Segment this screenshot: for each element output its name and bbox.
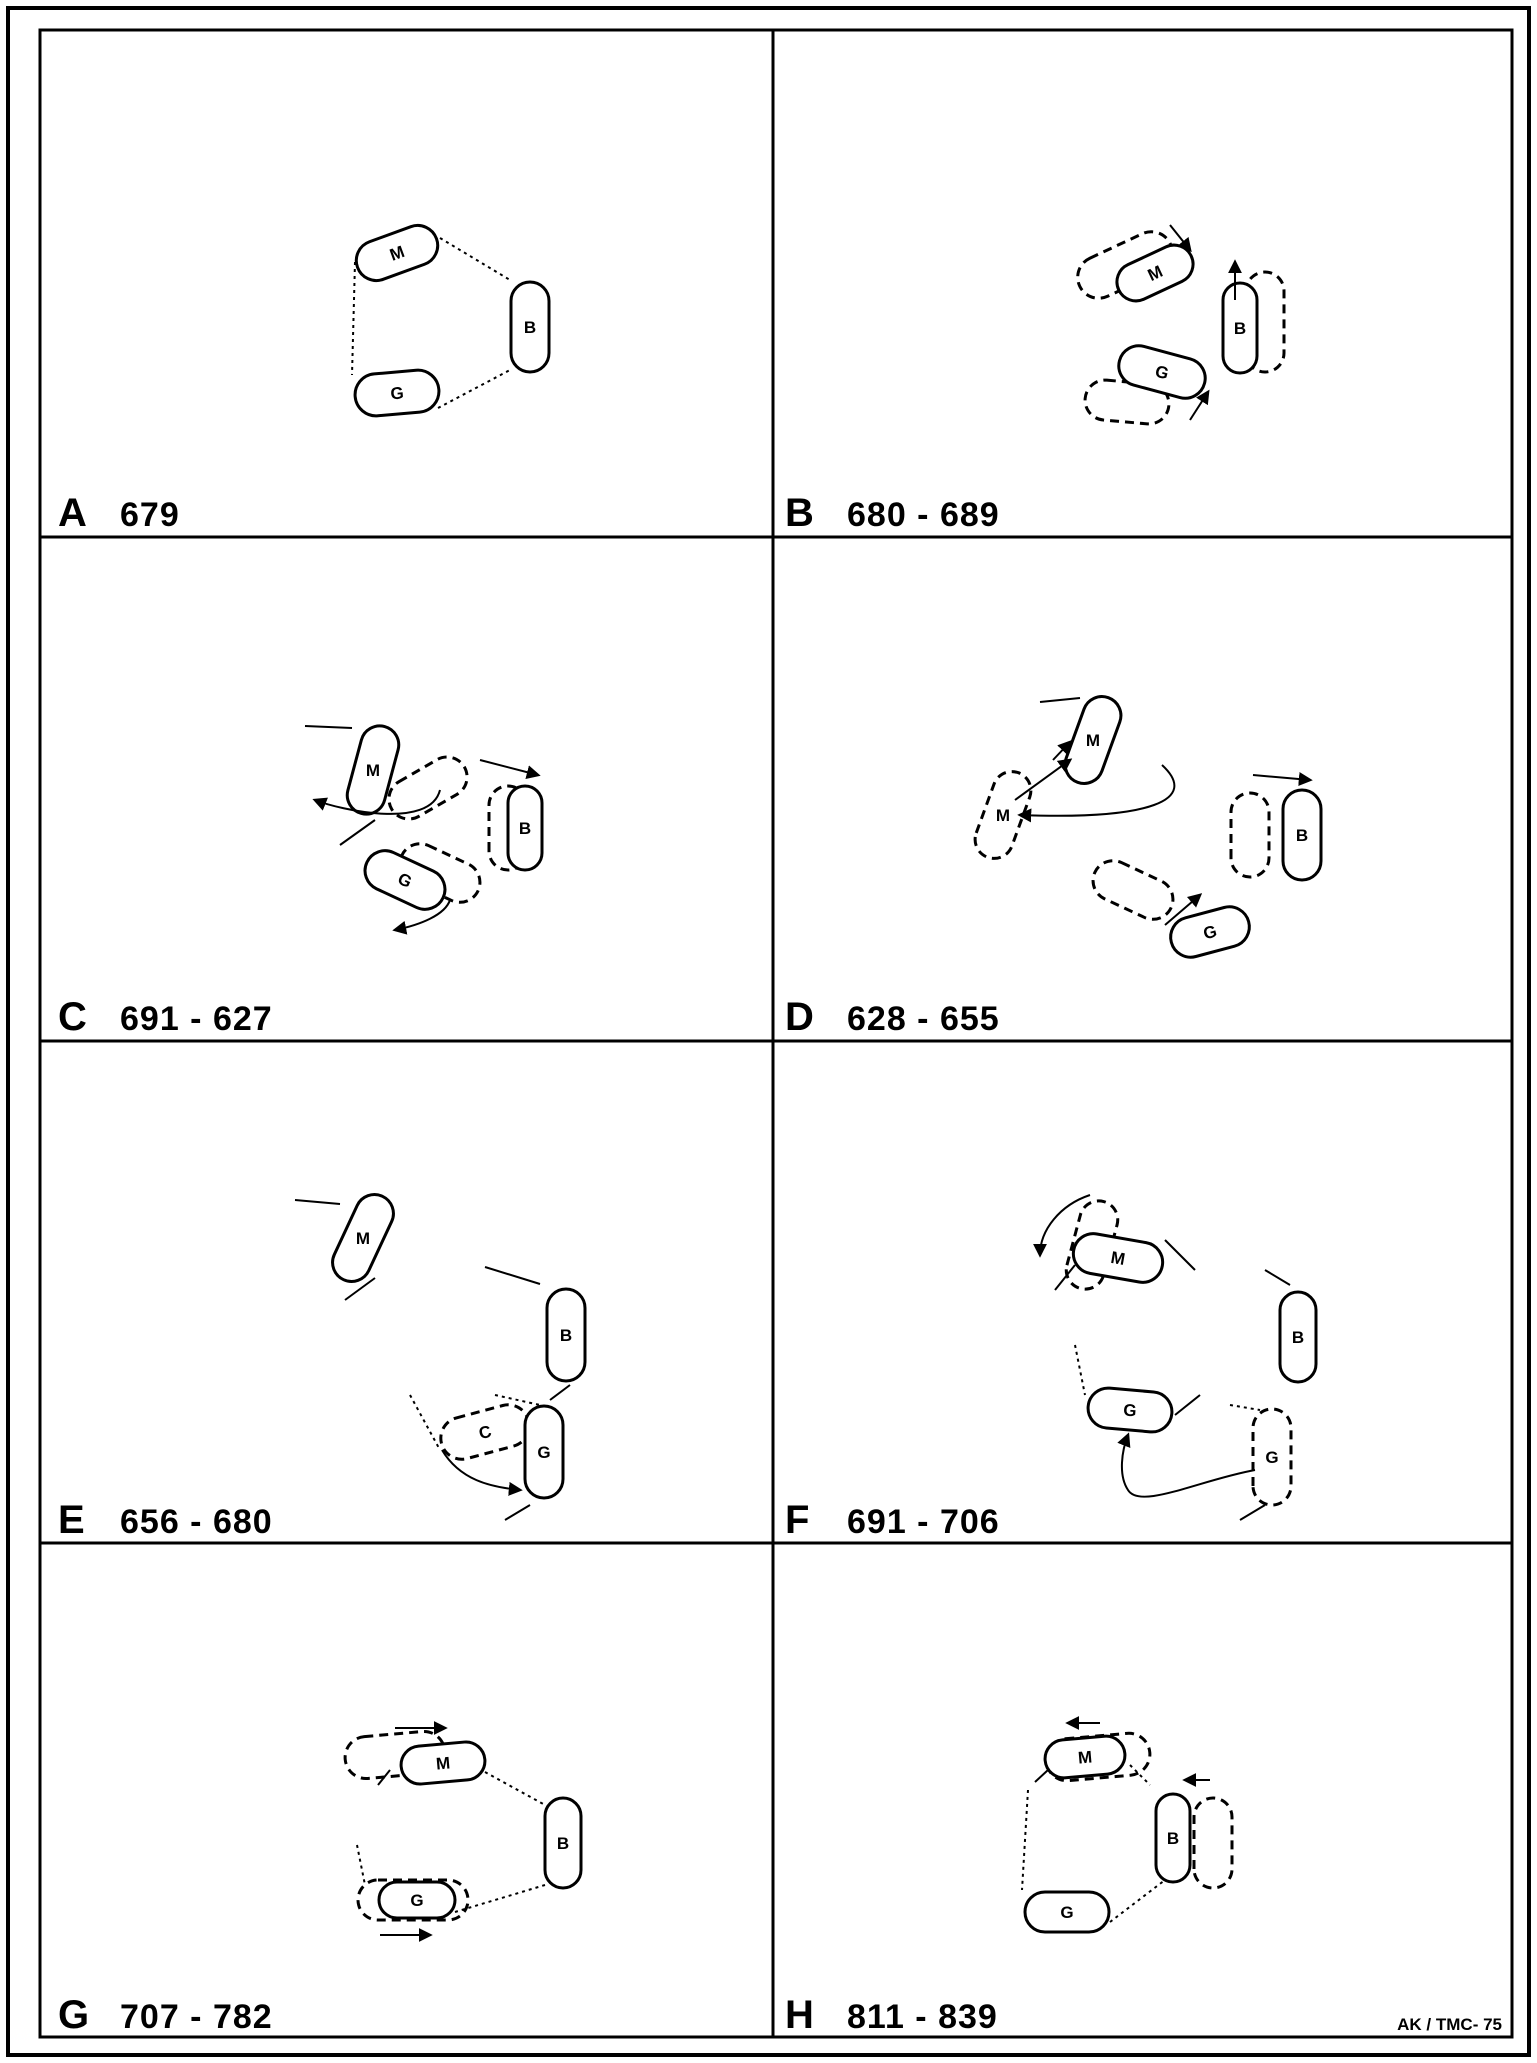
inner-border — [38, 28, 1514, 2039]
body-label: M — [356, 1229, 370, 1248]
credit-label: AK / TMC- 75 — [1397, 2015, 1502, 2034]
outer-border — [6, 6, 1531, 2057]
body-m: M — [1115, 243, 1195, 303]
body-m: M — [345, 724, 401, 816]
motion-arrows — [1021, 1716, 1210, 1923]
body-label: G — [1265, 1448, 1278, 1467]
motion-arrows — [1169, 224, 1242, 421]
body-g-previous — [356, 1878, 470, 1922]
motion-arrows — [294, 1199, 571, 1521]
body-g: G — [363, 849, 447, 911]
body-b-previous — [1192, 1796, 1234, 1890]
panel-letter: H — [785, 1993, 814, 2037]
panel-g: M B G G 707 - 782 — [58, 1721, 583, 2037]
body-label: M — [1086, 731, 1100, 750]
body-g: G — [523, 1404, 565, 1500]
panel-letter: E — [58, 1498, 85, 1542]
motion-arrows — [356, 1721, 546, 1942]
body-label: G — [1123, 1400, 1138, 1420]
panel-c: M B G C 691 - 627 — [58, 724, 544, 1039]
motion-arrows — [1014, 697, 1313, 926]
body-c-previous: C — [439, 1403, 531, 1461]
body-b: B — [1278, 1290, 1318, 1384]
body-g: G — [1023, 1890, 1111, 1934]
panel-e: M B C G E 656 - 680 — [58, 1193, 587, 1542]
panel-letter: C — [58, 995, 87, 1039]
body-label: M — [1077, 1747, 1093, 1767]
body-label: B — [560, 1326, 572, 1345]
body-label: G — [390, 383, 405, 403]
panel-h: M B G H 811 - 839 — [785, 1716, 1234, 2037]
body-label: G — [1060, 1903, 1073, 1922]
body-label: G — [410, 1891, 423, 1910]
body-b: B — [1221, 281, 1259, 375]
panel-letter: G — [58, 1993, 89, 2037]
body-label: B — [557, 1834, 569, 1853]
body-m: M — [1071, 1232, 1165, 1284]
body-g-previous — [1091, 859, 1175, 921]
body-label: M — [1109, 1248, 1126, 1269]
body-g-previous: G — [1251, 1407, 1293, 1507]
body-m: M — [399, 1740, 487, 1786]
body-g: G — [1169, 905, 1251, 959]
body-m: M — [331, 1193, 395, 1283]
panel-frame-range: 691 - 627 — [120, 1000, 273, 1038]
body-label: M — [387, 242, 407, 265]
body-b: B — [509, 280, 551, 374]
body-b: B — [1154, 1792, 1192, 1884]
panel-frame-range: 707 - 782 — [120, 1998, 273, 2036]
motion-arrows — [1033, 1194, 1291, 1521]
body-label: B — [519, 819, 531, 838]
body-label: B — [1234, 319, 1246, 338]
panel-frame-range: 680 - 689 — [847, 496, 1000, 534]
body-label: C — [477, 1422, 494, 1444]
body-b-previous — [1229, 791, 1271, 879]
body-m-previous — [387, 755, 469, 821]
body-b: B — [543, 1796, 583, 1890]
body-m: M — [1043, 1734, 1127, 1780]
body-label: M — [366, 761, 380, 780]
body-g: G — [377, 1880, 457, 1920]
body-label: M — [435, 1753, 451, 1773]
body-label: G — [1153, 362, 1171, 384]
body-g: G — [353, 368, 441, 418]
body-m: M — [1063, 695, 1123, 785]
connector-lines — [351, 237, 511, 409]
body-m: M — [354, 223, 440, 283]
panel-letter: F — [785, 1498, 809, 1542]
body-label: B — [1292, 1328, 1304, 1347]
panel-frame-range: 679 — [120, 496, 180, 534]
body-g: G — [1086, 1386, 1174, 1434]
body-b: B — [506, 784, 544, 872]
panel-frame-range: 811 - 839 — [847, 1998, 998, 2036]
body-label: M — [996, 806, 1010, 825]
panel-frame-range: 691 - 706 — [847, 1503, 1000, 1541]
panel-f: M B G G F 691 - 706 — [785, 1194, 1318, 1542]
panel-d: M M B G D 628 - 655 — [785, 695, 1323, 1039]
panel-a: M B G A 679 — [58, 223, 551, 535]
body-g: G — [1117, 344, 1207, 400]
panel-b: M B G B 680 - 689 — [785, 224, 1286, 535]
body-label: G — [1201, 922, 1219, 944]
body-label: B — [524, 318, 536, 337]
body-label: G — [537, 1443, 550, 1462]
panel-letter: D — [785, 995, 814, 1039]
panel-frame-range: 628 - 655 — [847, 1000, 1000, 1038]
body-label: B — [1167, 1829, 1179, 1848]
panel-frame-range: 656 - 680 — [120, 1503, 273, 1541]
body-label: B — [1296, 826, 1308, 845]
panel-letter: A — [58, 491, 87, 535]
motion-arrows — [304, 725, 541, 935]
body-b: B — [1281, 788, 1323, 882]
body-b: B — [545, 1287, 587, 1383]
panel-letter: B — [785, 491, 814, 535]
